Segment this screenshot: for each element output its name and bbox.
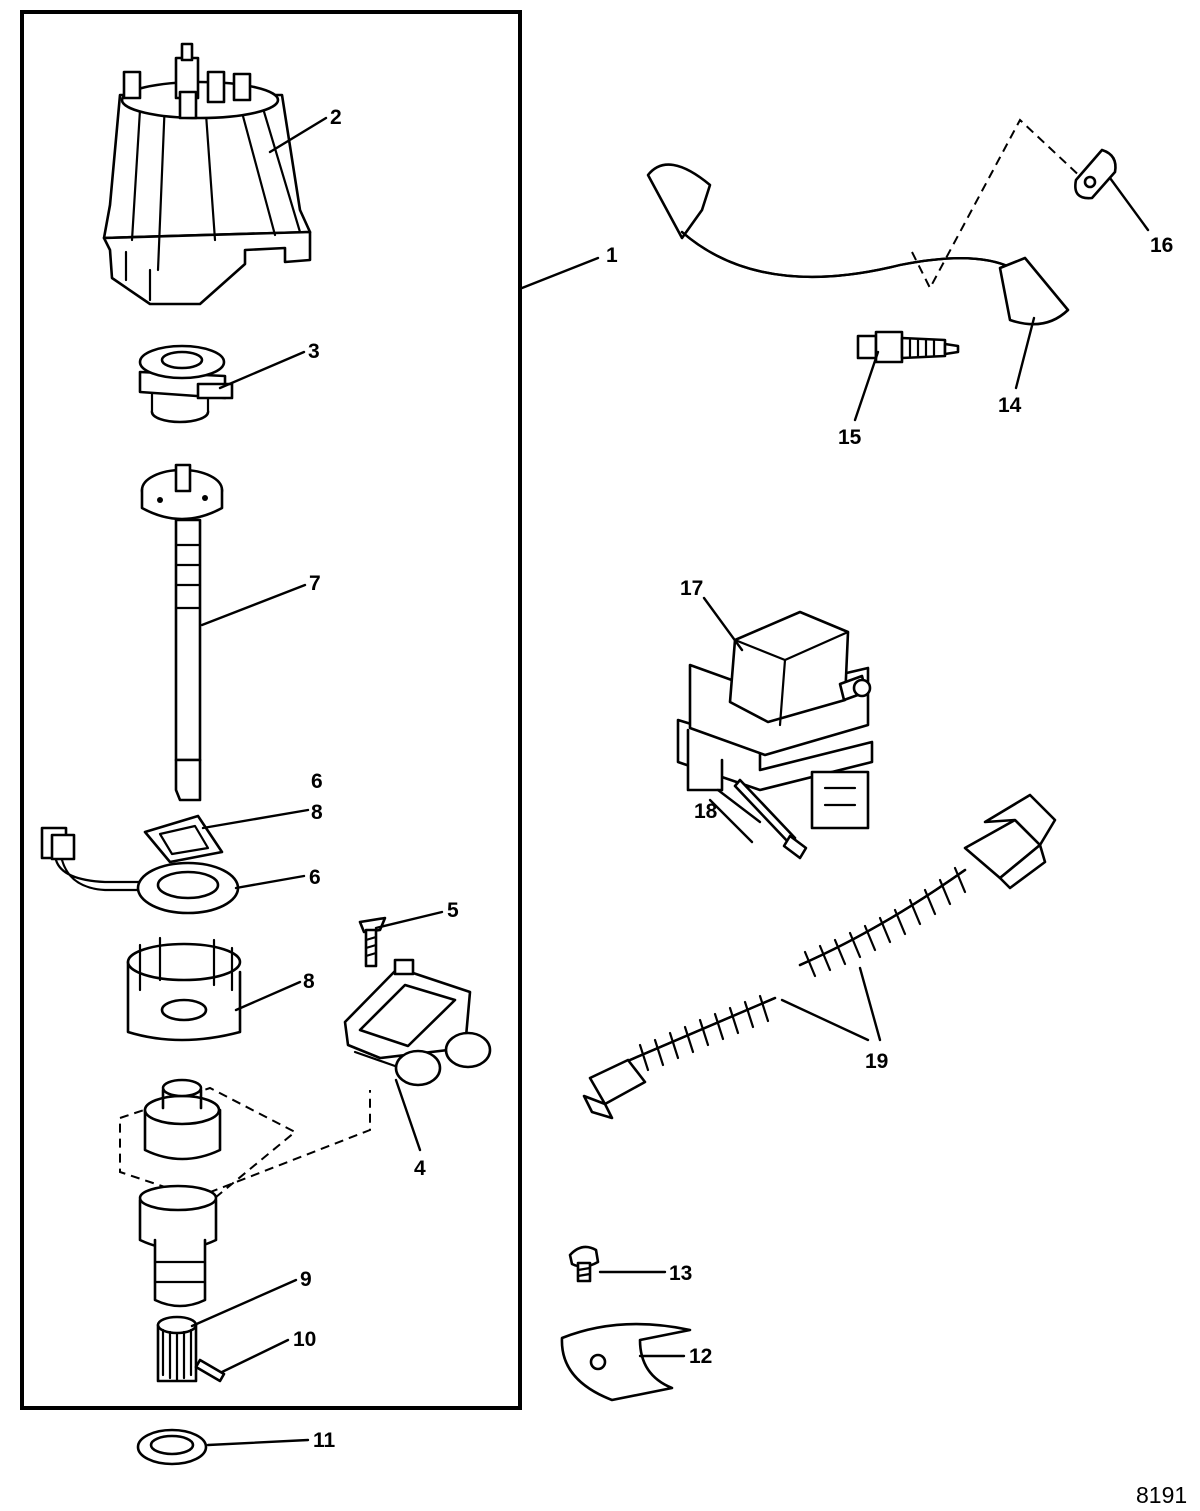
part-shield-cup (126, 936, 242, 1042)
callout-10: 10 (293, 1328, 316, 1351)
callout-9: 9 (300, 1268, 312, 1291)
part-screw-13 (568, 1245, 600, 1283)
part-screw-5 (358, 916, 387, 968)
part-shaft (140, 463, 224, 802)
callout-2: 2 (330, 106, 342, 129)
part-rotor (138, 344, 234, 424)
callout-13: 13 (669, 1262, 692, 1285)
callout-18: 18 (694, 800, 718, 823)
callout-17: 17 (680, 577, 703, 600)
callout-7: 7 (309, 572, 321, 595)
part-drive-gear (156, 1315, 198, 1383)
part-ignition-module (343, 958, 492, 1087)
callout-15: 15 (838, 426, 862, 449)
part-retainer-plate (143, 814, 224, 864)
part-ignition-coil (676, 610, 874, 830)
part-distributor-housing (119, 1078, 371, 1308)
part-coil-bolt (733, 778, 808, 860)
callout-6b: 6 (309, 866, 321, 889)
callout-14: 14 (998, 394, 1022, 417)
callout-6a: 6 (311, 770, 323, 793)
callout-12: 12 (689, 1345, 712, 1368)
part-washer (136, 1428, 208, 1466)
leader-lines (190, 116, 1150, 1447)
part-spark-plug (856, 330, 960, 364)
callout-4: 4 (414, 1157, 426, 1180)
part-distributor-cap (102, 42, 312, 306)
part-hold-down-clamp (560, 1322, 692, 1402)
callout-19: 19 (865, 1050, 888, 1073)
callout-3: 3 (308, 340, 320, 363)
part-pickup-coil (40, 826, 240, 915)
part-pin (194, 1358, 226, 1383)
part-ignition-lead (646, 163, 1070, 326)
callout-1: 1 (606, 244, 618, 267)
distributor-assembly-frame (20, 10, 522, 1410)
part-wiring-harness (582, 793, 1057, 1120)
callout-labels: 1 2 3 4 5 6 6 7 8 8 9 10 11 12 13 14 15 … (293, 106, 1187, 1508)
callout-8a: 8 (311, 801, 323, 824)
callout-8b: 8 (303, 970, 315, 993)
part-lead-clip (1074, 148, 1117, 200)
callout-5: 5 (447, 899, 459, 922)
callout-16: 16 (1150, 234, 1173, 257)
diagram-id: 8191 (1136, 1482, 1187, 1508)
callout-11: 11 (313, 1429, 336, 1452)
